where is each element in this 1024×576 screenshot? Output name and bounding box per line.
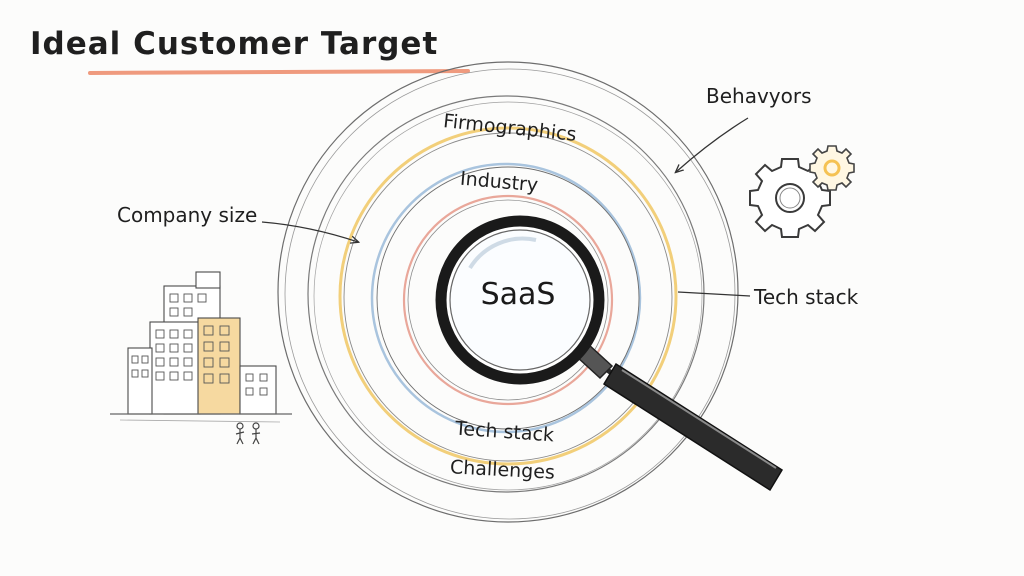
center-label-saas: SaaS	[480, 277, 556, 312]
ring-yellow	[338, 126, 678, 466]
gears-icon	[749, 145, 855, 238]
tech-stack-arrow	[677, 291, 751, 297]
behaviors-arrow	[676, 117, 749, 172]
ring-red	[402, 194, 614, 406]
ring-blue	[370, 162, 642, 434]
label-arrows	[261, 117, 751, 297]
ring-outer	[277, 61, 739, 523]
label-behaviors: Behavyors	[706, 84, 812, 108]
company-size-arrow	[261, 221, 358, 242]
target-rings	[277, 61, 739, 523]
label-company-size: Company size	[117, 203, 258, 227]
label-tech-stack: Tech stack	[754, 285, 859, 309]
people-icon	[235, 422, 261, 445]
magnifying-glass-icon	[435, 215, 784, 492]
building-icon	[110, 271, 292, 423]
page-title: Ideal Customer Target	[30, 26, 439, 62]
